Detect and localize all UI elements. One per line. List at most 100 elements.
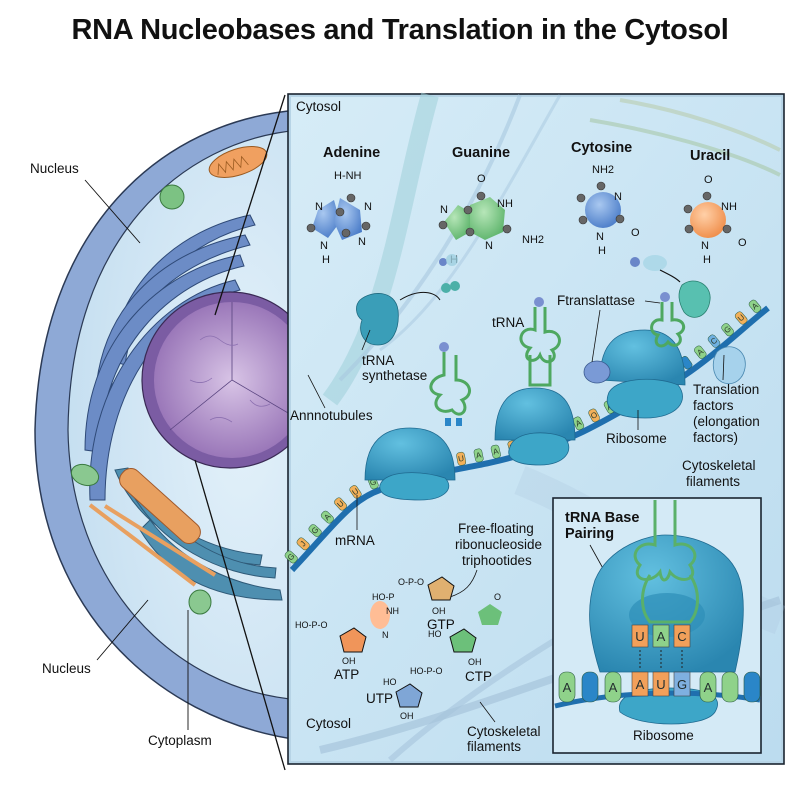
group-label: OH xyxy=(400,711,414,721)
codon-letter: G xyxy=(677,677,687,692)
atp-label: ATP xyxy=(334,667,359,682)
ctp-label: CTP xyxy=(465,669,492,684)
vesicle xyxy=(188,589,212,615)
mrna-codon: A xyxy=(320,510,334,524)
atom-label: O xyxy=(477,173,486,185)
mrna-codon: U xyxy=(456,451,467,466)
mrna-codon: A xyxy=(748,299,762,313)
group-label: N xyxy=(382,630,389,640)
label-cytoskeletal-bottom-2: filaments xyxy=(467,739,521,754)
atom-label: NH xyxy=(497,198,513,210)
atom-label: O xyxy=(631,227,640,239)
flanking-base xyxy=(699,671,717,703)
triphosphate-gtp: O-P-O HO-P OH GTP xyxy=(372,576,455,632)
flanking-letter: A xyxy=(563,680,572,695)
codon-letter: U xyxy=(335,499,346,510)
ribosome-left xyxy=(364,427,456,501)
flanking-base xyxy=(558,671,576,703)
codon-base xyxy=(631,671,649,697)
codon-letter: A xyxy=(574,418,583,429)
inset-title-2: Pairing xyxy=(565,526,614,542)
label-free-floating: Free-floating xyxy=(458,521,534,536)
mrna-codon: U xyxy=(334,497,347,511)
codon-base xyxy=(334,497,347,511)
vesicle xyxy=(70,463,100,487)
atom-label: N xyxy=(364,201,372,213)
cytosine-label: Cytosine xyxy=(571,140,632,156)
codon-base xyxy=(473,448,484,463)
mrna-codon: G xyxy=(284,550,298,564)
codon-base xyxy=(572,416,585,431)
inset-ribosome-label: Ribosome xyxy=(633,728,694,743)
adenine-label: Adenine xyxy=(323,145,380,161)
mrna-codon: U xyxy=(349,485,362,499)
codon-letter: A xyxy=(750,301,760,312)
codon-base xyxy=(296,537,310,551)
atom-label: H xyxy=(703,254,711,266)
codon-base xyxy=(490,444,501,459)
cell-labels: Nucleus Nucleus Cytoplasm xyxy=(30,161,212,748)
label-free-floating-3: triphootides xyxy=(462,553,532,568)
label-trna-synthetase: tRNA xyxy=(362,353,394,368)
group-label: HO-P-O xyxy=(410,666,443,676)
codon-letter: U xyxy=(656,677,665,692)
trna-synthetase-enzyme xyxy=(356,254,460,346)
label-nucleus-top: Nucleus xyxy=(30,161,79,176)
atom-label: NH2 xyxy=(592,164,614,176)
codon-letter: U xyxy=(457,454,465,464)
atom-label: NH2 xyxy=(522,234,544,246)
mrna-codon: A xyxy=(473,448,484,463)
codon-letter: A xyxy=(492,446,500,456)
anticodon-base xyxy=(673,624,691,648)
label-nucleus-bottom: Nucleus xyxy=(42,661,91,676)
endoplasmic-reticulum xyxy=(84,214,256,501)
group-label: HO xyxy=(383,677,397,687)
nucleobase-adenine: Adenine H-NH N N N N H xyxy=(306,145,380,266)
panel-labels: tRNA synthetase Annnotubules tRNA Ftrans… xyxy=(290,293,760,754)
anticodon-letter: U xyxy=(635,629,644,644)
codon-base xyxy=(456,451,467,466)
codon-letter: U xyxy=(351,486,361,497)
anticodon-letter: A xyxy=(657,629,666,644)
codon-letter: J xyxy=(298,539,307,548)
mrna-codon: O xyxy=(588,408,600,423)
anticodon-base xyxy=(652,624,670,648)
flanking-base xyxy=(721,671,739,703)
mrna-codon: U xyxy=(734,311,748,325)
codon-base xyxy=(308,524,322,537)
codon-base xyxy=(320,510,334,524)
label-trna: tRNA xyxy=(492,315,524,330)
mrna-codon: J xyxy=(296,537,310,551)
codon-base xyxy=(748,299,762,313)
nucleobase-uracil: Uracil O NH N O H xyxy=(683,148,747,266)
flanking-base xyxy=(743,671,761,703)
label-cytosol-bottom: Cytosol xyxy=(306,716,351,731)
group-label: HO-P xyxy=(372,592,395,602)
atom-label: N xyxy=(614,191,622,203)
group-label: OH xyxy=(342,656,356,666)
atom-label: O xyxy=(704,174,713,186)
codon-letter: A xyxy=(695,347,705,358)
trna-bound xyxy=(519,297,561,387)
codon-base xyxy=(734,311,748,325)
flanking-letter: A xyxy=(704,680,713,695)
label-free-floating-2: ribonucleoside xyxy=(455,537,542,552)
mrna-codon: G xyxy=(721,323,734,337)
codon-letter: A xyxy=(322,512,333,523)
mrna-codon: C xyxy=(707,334,721,348)
uracil-label: Uracil xyxy=(690,148,730,164)
codon-base xyxy=(652,671,670,697)
trna-free xyxy=(429,342,471,426)
zoom-wedge-bottom xyxy=(194,459,286,771)
flanking-letter: A xyxy=(609,680,618,695)
flanking-base xyxy=(581,671,599,703)
group-label: O-P-O xyxy=(398,577,424,587)
mrna-codon: A xyxy=(572,416,585,431)
label-annotubules: Annnotubules xyxy=(290,408,373,423)
label-cytosol-top: Cytosol xyxy=(296,99,341,114)
label-cytoplasm: Cytoplasm xyxy=(148,733,212,748)
codon-letter: O xyxy=(589,410,599,421)
